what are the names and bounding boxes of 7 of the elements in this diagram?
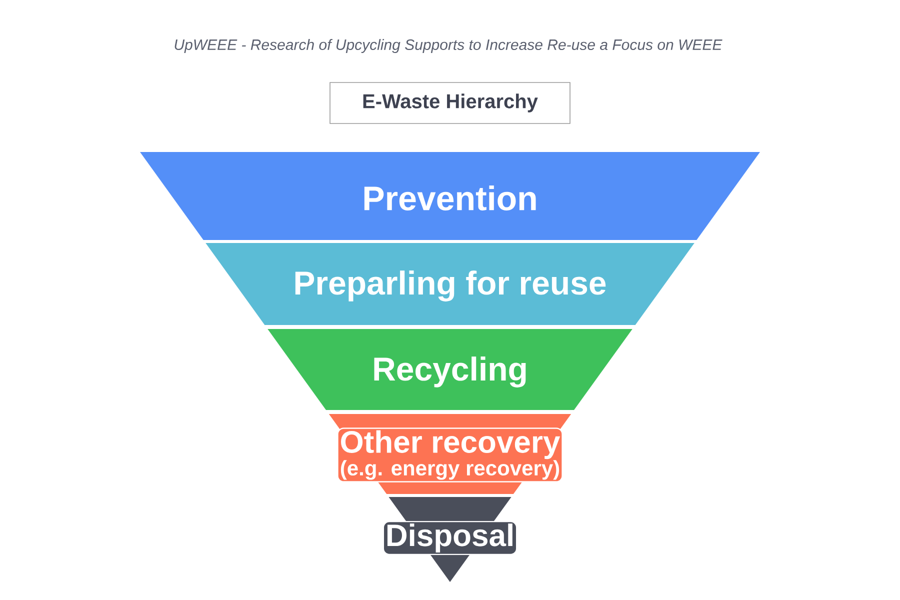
hierarchy-band: Preparling for reuse	[206, 243, 694, 325]
title: UpWEEE - Research of Upcycling Supports to Increase Re-use a Focus on WEEE	[174, 39, 722, 53]
hierarchy-band: Disposal	[382, 497, 518, 582]
hierarchy-band: Other recovery (e.g. energy recovery)	[328, 414, 572, 494]
hierarchy-band: Recycling	[268, 329, 632, 410]
hierarchy-band: Prevention	[140, 152, 760, 240]
heading-box: E-Waste Hierarchy	[330, 82, 570, 124]
